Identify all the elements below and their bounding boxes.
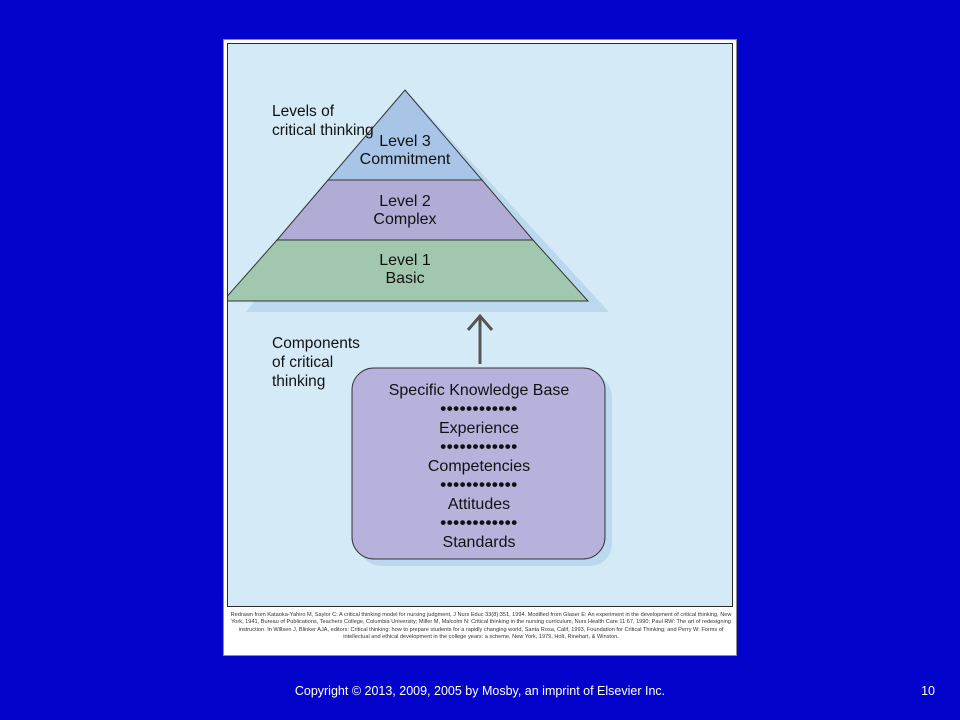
components-heading-line-2: of critical (272, 354, 333, 371)
page-number: 10 (921, 684, 935, 698)
components-heading-line-3: thinking (272, 373, 325, 390)
critical-thinking-diagram: Level 3 Commitment Level 2 Complex Level… (228, 89, 612, 566)
separator-dots: •••••••••••• (440, 437, 517, 456)
levels-heading-line-1: Levels of (272, 103, 335, 120)
level-1-subtitle: Basic (385, 270, 424, 287)
copyright-notice: Copyright © 2013, 2009, 2005 by Mosby, a… (294, 684, 666, 698)
separator-dots: •••••••••••• (440, 475, 517, 494)
figure-frame: Level 3 Commitment Level 2 Complex Level… (223, 39, 737, 656)
level-3-subtitle: Commitment (360, 151, 451, 168)
pyramid-level-1 (228, 239, 590, 302)
component-standards: Standards (443, 534, 516, 551)
up-arrow-icon (466, 313, 494, 364)
separator-dots: •••••••••••• (440, 399, 517, 418)
level-1-title: Level 1 (379, 252, 431, 269)
separator-dots: •••••••••••• (440, 513, 517, 532)
component-competencies: Competencies (428, 458, 530, 475)
levels-heading-line-2: critical thinking (272, 122, 374, 139)
components-box (351, 367, 606, 560)
component-attitudes: Attitudes (448, 496, 510, 513)
level-3-title: Level 3 (379, 133, 431, 150)
source-credit: Redrawn from Kataoka-Yahiro M, Saylor C:… (230, 612, 732, 640)
level-2-subtitle: Complex (373, 211, 436, 228)
components-heading-line-1: Components (272, 335, 360, 352)
component-experience: Experience (439, 420, 519, 437)
diagram-panel: Level 3 Commitment Level 2 Complex Level… (227, 43, 733, 607)
component-knowledge-base: Specific Knowledge Base (389, 382, 570, 399)
level-2-title: Level 2 (379, 193, 431, 210)
